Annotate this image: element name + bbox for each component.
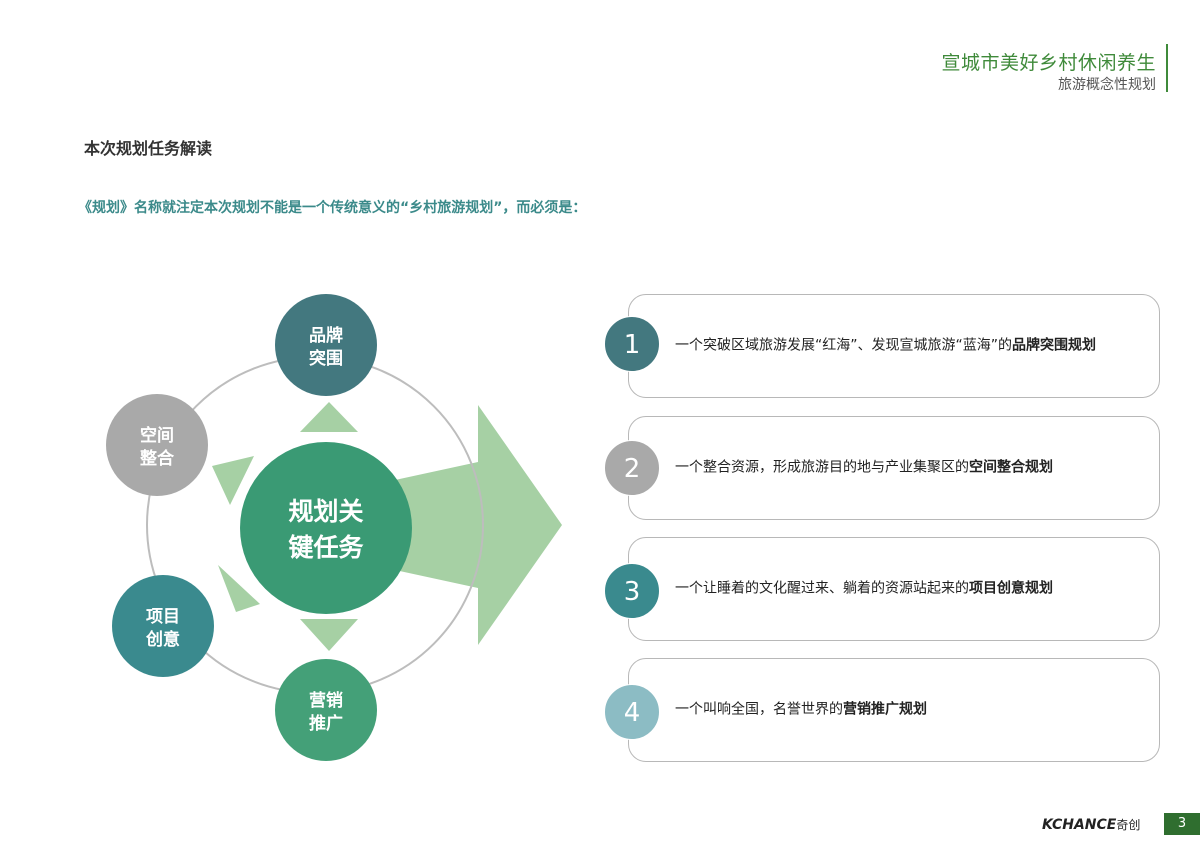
footer-logo: KCHANCE奇创 bbox=[1042, 817, 1141, 833]
triangle-upper-left-icon bbox=[212, 456, 254, 505]
task-text-2: 一个整合资源，形成旅游目的地与产业集聚区的空间整合规划 bbox=[675, 459, 1053, 476]
center-line-1: 规划关 bbox=[288, 497, 363, 526]
header-divider bbox=[1166, 44, 1168, 92]
node-marketing-line-1: 营销 bbox=[309, 690, 343, 711]
triangle-down-icon bbox=[300, 619, 358, 651]
node-marketing-line-2: 推广 bbox=[309, 713, 343, 734]
task-box-1: 一个突破区域旅游发展“红海”、发现宣城旅游“蓝海”的品牌突围规划 bbox=[628, 294, 1160, 398]
task-number-3: 3 bbox=[604, 563, 660, 619]
node-space-line-2: 整合 bbox=[140, 448, 175, 469]
section-title: 本次规划任务解读 bbox=[84, 139, 213, 158]
task-box-2: 一个整合资源，形成旅游目的地与产业集聚区的空间整合规划 bbox=[628, 416, 1160, 520]
task-number-2: 2 bbox=[604, 440, 660, 496]
header-title: 宣城市美好乡村休闲养生 bbox=[941, 52, 1156, 74]
triangle-lower-left-icon bbox=[218, 565, 260, 612]
node-brand: 品牌 突围 bbox=[275, 294, 377, 396]
task-number-1: 1 bbox=[604, 316, 660, 372]
task-text-1: 一个突破区域旅游发展“红海”、发现宣城旅游“蓝海”的品牌突围规划 bbox=[675, 337, 1097, 354]
node-brand-line-2: 突围 bbox=[309, 348, 343, 369]
node-project-line-1: 项目 bbox=[146, 607, 180, 627]
page-number: 3 bbox=[1164, 813, 1200, 835]
node-brand-line-1: 品牌 bbox=[309, 325, 343, 346]
intro-text: 《规划》名称就注定本次规划不能是一个传统意义的“乡村旅游规划”，而必须是： bbox=[78, 200, 587, 216]
big-arrow-icon bbox=[395, 405, 562, 645]
node-project-line-2: 创意 bbox=[145, 629, 180, 650]
triangle-up-icon bbox=[300, 402, 358, 432]
node-space: 空间 整合 bbox=[106, 394, 208, 496]
node-marketing: 营销 推广 bbox=[275, 659, 377, 761]
header-subtitle: 旅游概念性规划 bbox=[1058, 77, 1156, 93]
task-box-4: 一个叫响全国，名誉世界的营销推广规划 bbox=[628, 658, 1160, 762]
center-node: 规划关 键任务 bbox=[240, 442, 412, 614]
task-text-3: 一个让睡着的文化醒过来、躺着的资源站起来的项目创意规划 bbox=[675, 580, 1053, 597]
task-text-4: 一个叫响全国，名誉世界的营销推广规划 bbox=[675, 701, 927, 718]
task-box-3: 一个让睡着的文化醒过来、躺着的资源站起来的项目创意规划 bbox=[628, 537, 1160, 641]
center-line-2: 键任务 bbox=[288, 533, 363, 562]
node-space-line-1: 空间 bbox=[140, 425, 174, 446]
node-project: 项目 创意 bbox=[112, 575, 214, 677]
task-number-4: 4 bbox=[604, 684, 660, 740]
